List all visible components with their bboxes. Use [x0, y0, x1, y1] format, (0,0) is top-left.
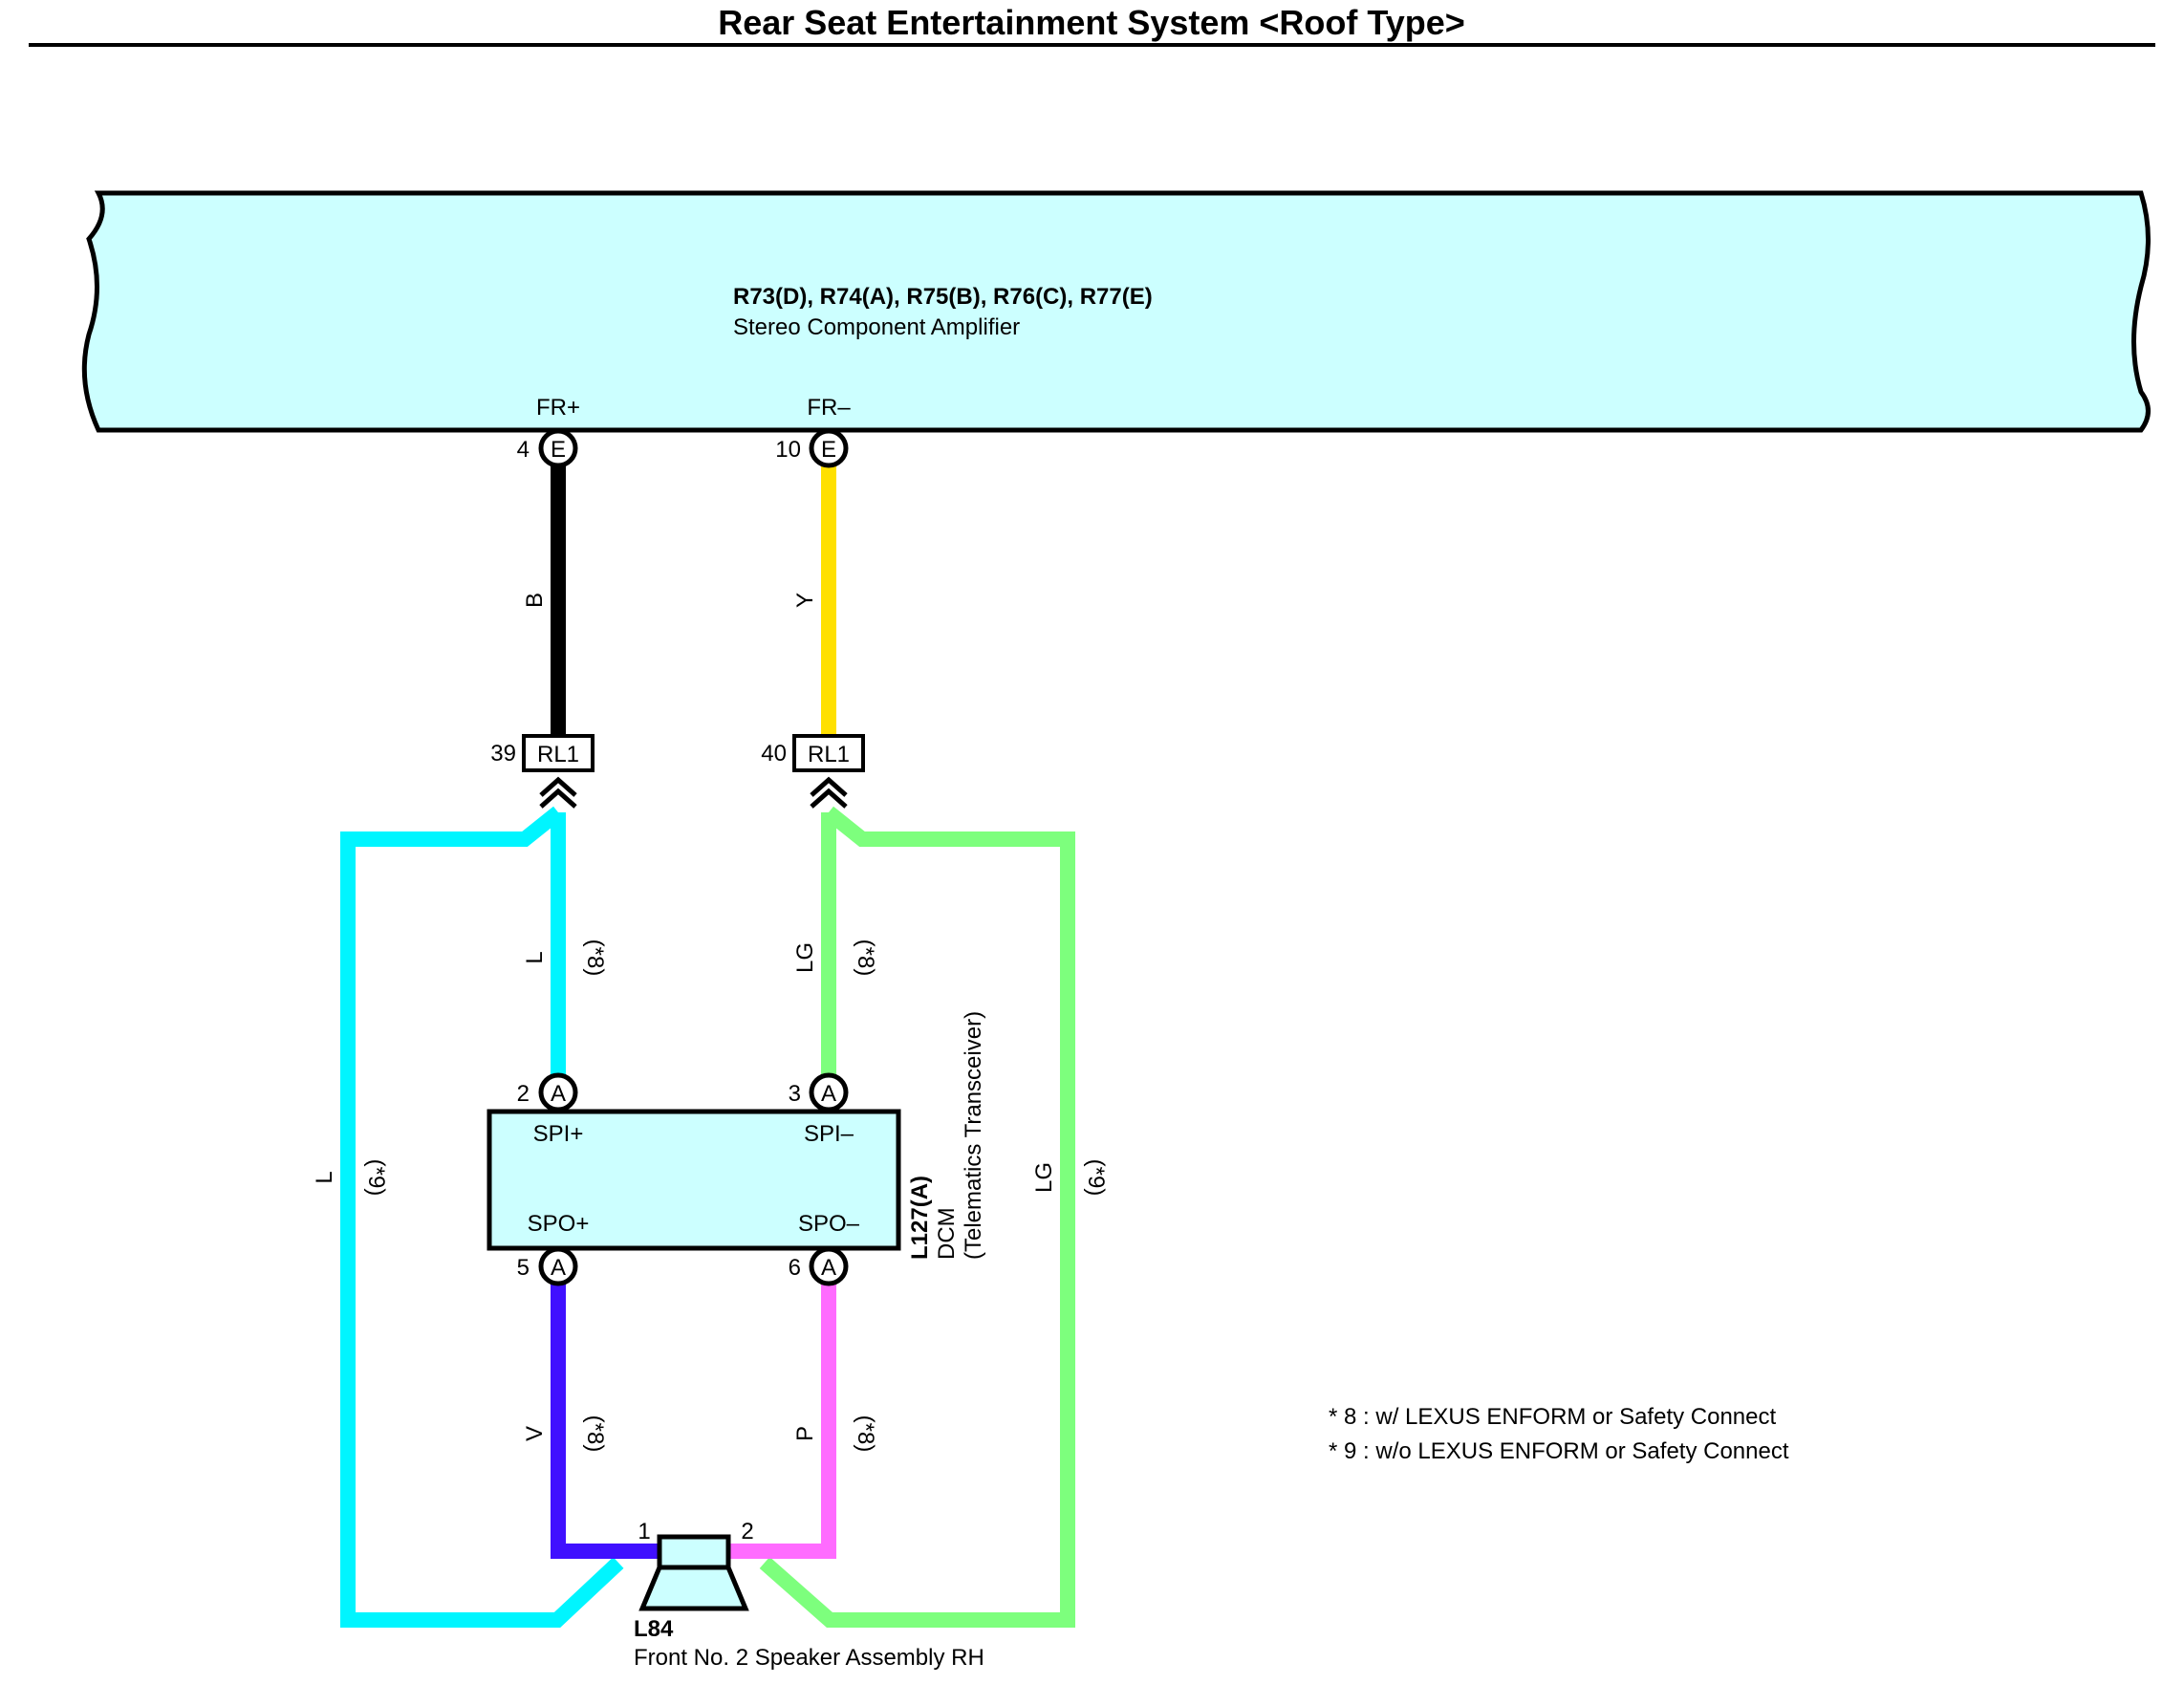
- dcm-pin-spo-minus: 6 A: [789, 1246, 849, 1286]
- pin-fr-minus: 10 E: [775, 428, 849, 468]
- stereo-amplifier-box: [81, 190, 2151, 433]
- pin-number: 4: [517, 437, 530, 463]
- junction-connector: RL1: [808, 742, 850, 767]
- dcm-box: [487, 1109, 901, 1251]
- dcm-pin-spi-plus: 2 A: [517, 1072, 578, 1112]
- junction-rl1-40: 40 RL1: [761, 734, 865, 809]
- pin-connector: E: [821, 437, 836, 463]
- junction-number: 39: [490, 741, 516, 767]
- pin-connector: A: [551, 1255, 566, 1281]
- dcm-name: DCM: [934, 1207, 960, 1260]
- speaker-name: Front No. 2 Speaker Assembly RH: [634, 1645, 984, 1671]
- pin-connector: A: [821, 1081, 836, 1107]
- pin-label-fr-minus: FR–: [807, 395, 851, 421]
- dcm-id: L127(A): [907, 1176, 933, 1260]
- speaker-l84: 1 2: [638, 1519, 754, 1611]
- dcm-subtitle: (Telematics Transceiver): [961, 1011, 986, 1260]
- junction-rl1-39: 39 RL1: [490, 734, 595, 809]
- wire-note: (*9): [1083, 1159, 1109, 1197]
- note-9: * 9 : w/o LEXUS ENFORM or Safety Connect: [1329, 1438, 1789, 1464]
- wire-code-v: V: [522, 1426, 548, 1441]
- wire-code-b: B: [522, 593, 548, 608]
- pin-number: 6: [789, 1255, 801, 1281]
- speaker-pin-2: 2: [741, 1519, 753, 1544]
- wire-spo-minus-p: [728, 1281, 836, 1559]
- amplifier-connectors: R73(D), R74(A), R75(B), R76(C), R77(E): [733, 284, 1153, 310]
- pin-label-fr-plus: FR+: [536, 395, 580, 421]
- speaker-pin-1: 1: [638, 1519, 650, 1544]
- wire-bypass-left-l: [340, 806, 624, 1628]
- pin-number: 5: [517, 1255, 530, 1281]
- dcm-pin-spi-minus: 3 A: [789, 1072, 849, 1112]
- pin-connector: E: [551, 437, 566, 463]
- junction-connector: RL1: [537, 742, 579, 767]
- dcm-pin-spo-plus: 5 A: [517, 1246, 578, 1286]
- wire-code-lg: LG: [792, 942, 818, 973]
- wire-note: (*8): [582, 939, 608, 977]
- wire-code-y: Y: [792, 593, 818, 608]
- wire-note: (*9): [363, 1159, 389, 1197]
- dcm-pin-label-spo-minus: SPO–: [798, 1211, 860, 1237]
- wire-code-l: L: [522, 951, 548, 963]
- dcm-pin-label-spi-plus: SPI+: [533, 1121, 584, 1147]
- pin-connector: A: [821, 1255, 836, 1281]
- wire-note: (*8): [582, 1415, 608, 1453]
- pin-number: 3: [789, 1081, 801, 1107]
- page-title: Rear Seat Entertainment System <Roof Typ…: [718, 3, 1465, 42]
- wire-code-lg-bypass: LG: [1031, 1162, 1057, 1193]
- pin-number: 10: [775, 437, 801, 463]
- pin-connector: A: [551, 1081, 566, 1107]
- dcm-pin-label-spo-plus: SPO+: [528, 1211, 590, 1237]
- pin-number: 2: [517, 1081, 530, 1107]
- wire-spo-plus-v: [551, 1281, 660, 1559]
- speaker-id: L84: [634, 1616, 674, 1642]
- dcm-pin-label-spi-minus: SPI–: [804, 1121, 854, 1147]
- wire-note: (*8): [853, 939, 878, 977]
- wire-code-l-bypass: L: [312, 1171, 337, 1183]
- pin-fr-plus: 4 E: [517, 428, 578, 468]
- wire-note: (*8): [853, 1415, 878, 1453]
- wire-code-p: P: [792, 1426, 818, 1441]
- amplifier-name: Stereo Component Amplifier: [733, 314, 1020, 340]
- wire-bypass-right-lg: [759, 806, 1075, 1628]
- note-8: * 8 : w/ LEXUS ENFORM or Safety Connect: [1329, 1404, 1776, 1430]
- junction-number: 40: [761, 741, 787, 767]
